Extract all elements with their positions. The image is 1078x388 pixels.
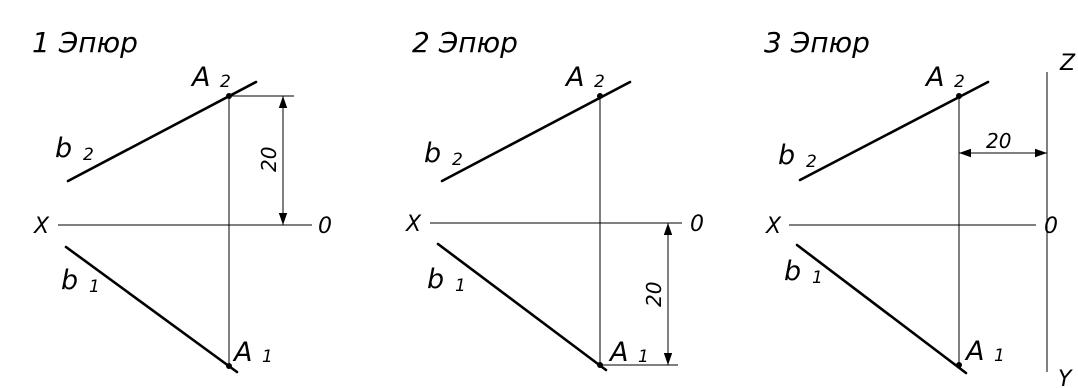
panel-1-label-b2: b (55, 133, 72, 164)
panel-3-label-b2-sub: 2 (806, 152, 817, 172)
panel-3-line-b2 (798, 80, 990, 182)
panel-1-point-a2 (226, 93, 232, 99)
panel-1-dim-text: 20 (257, 147, 281, 172)
panel-3-title: 3 Эпюр (764, 26, 870, 59)
panel-1-label-b1: b (61, 265, 78, 296)
panel-2-label-a2: A (564, 62, 584, 93)
panel-1-zero-label: 0 (318, 214, 332, 239)
panel-3-label-a2-sub: 2 (954, 72, 965, 92)
panel-1-label-b1-sub: 1 (89, 277, 100, 297)
panel-3-y-label: Y (1058, 367, 1073, 388)
panel-3-line-b1 (795, 243, 968, 375)
epure-panel-3: 3 Эпюр X 0 Z Y 20 A 2 b 2 b 1 A 1 (764, 26, 1076, 388)
panel-1-title: 1 Эпюр (32, 26, 138, 59)
panel-3-label-a2: A (924, 62, 944, 93)
panel-1-point-a1 (226, 363, 232, 369)
panel-3-label-a1: A (964, 336, 984, 367)
panel-1-x-label: X (33, 214, 50, 239)
panel-3-x-label: X (765, 214, 782, 239)
panel-1-label-a1: A (232, 337, 252, 368)
panel-2-label-b1-sub: 1 (455, 276, 466, 296)
epure-panel-2: 2 Эпюр X 0 20 A 2 b 2 b 1 A 1 (405, 26, 704, 372)
panel-2-label-b2: b (424, 138, 441, 169)
panel-2-dim-text: 20 (642, 282, 666, 307)
panel-1-line-b1 (64, 245, 239, 374)
panel-2-label-b2-sub: 2 (452, 150, 463, 170)
panel-1-label-a2-sub: 2 (220, 72, 231, 92)
panel-2-title: 2 Эпюр (412, 26, 518, 59)
panel-3-label-b2: b (778, 140, 795, 171)
panel-3-label-a1-sub: 1 (994, 346, 1005, 366)
panel-1-label-b2-sub: 2 (83, 145, 94, 165)
panel-1-line-b2 (66, 80, 258, 183)
panel-2-label-a1-sub: 1 (638, 347, 649, 367)
panel-3-zero-label: 0 (1044, 214, 1058, 239)
panel-2-point-a2 (597, 93, 603, 99)
panel-2-line-b1 (436, 242, 608, 372)
panel-3-point-a1 (956, 362, 962, 368)
panel-2-label-b1: b (427, 264, 444, 295)
panel-3-point-a2 (956, 93, 962, 99)
panel-2-label-a2-sub: 2 (594, 72, 605, 92)
panel-3-label-b1: b (784, 256, 801, 287)
panel-1-label-a1-sub: 1 (262, 347, 273, 367)
panel-1-label-a2: A (190, 62, 210, 93)
panel-3-z-label: Z (1059, 51, 1076, 76)
panel-3-dim-text: 20 (986, 129, 1011, 153)
epure-panel-1: 1 Эпюр X 0 20 A 2 b 2 b 1 A 1 (32, 26, 332, 374)
panel-2-label-a1: A (608, 337, 628, 368)
panel-2-x-label: X (405, 212, 422, 237)
panel-2-zero-label: 0 (690, 212, 704, 237)
panel-3-label-b1-sub: 1 (812, 268, 823, 288)
panel-2-point-a1 (597, 362, 603, 368)
